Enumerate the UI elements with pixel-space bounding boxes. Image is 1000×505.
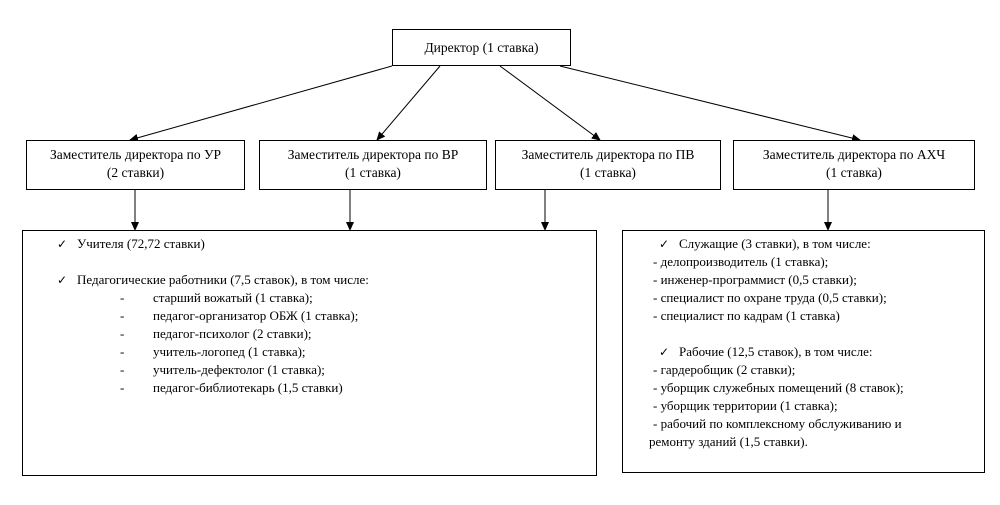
- list-item: - инженер-программист (0,5 ставки);: [653, 272, 857, 287]
- list-item: - специалист по охране труда (0,5 ставки…: [653, 290, 887, 305]
- director-label: Директор (1 ставка): [424, 39, 539, 55]
- list-item: - педагог-организатор ОБЖ (1 ставка);: [120, 308, 359, 323]
- pedagogical-label: Педагогические работники (7,5 ставок), в…: [77, 272, 369, 287]
- deputy-ahch-box: Заместитель директора по АХЧ (1 ставка): [733, 140, 975, 190]
- director-box: Директор (1 ставка): [392, 29, 571, 66]
- connector-director-pv: [499, 65, 601, 141]
- pedagogical-row: ✓ Педагогические работники (7,5 ставок),…: [57, 271, 596, 289]
- connector-director-ur: [129, 65, 393, 142]
- connector-director-vr: [376, 65, 441, 141]
- employees-list: - делопроизводитель (1 ставка); - инжене…: [653, 253, 984, 325]
- deputy-pv-rate: (1 ставка): [580, 165, 636, 180]
- deputy-ur-title: Заместитель директора по УР: [49, 147, 222, 162]
- list-item: - делопроизводитель (1 ставка);: [653, 254, 829, 269]
- teaching-staff-box: ✓ Учителя (72,72 ставки) ✓ Педагогически…: [22, 230, 597, 476]
- checkmark-icon: ✓: [659, 345, 670, 359]
- list-item: - учитель-дефектолог (1 ставка);: [120, 362, 325, 377]
- checkmark-icon: ✓: [659, 237, 670, 251]
- deputy-ahch-title: Заместитель директора по АХЧ: [762, 147, 946, 162]
- deputy-pv-title: Заместитель директора по ПВ: [521, 147, 695, 162]
- list-item: - педагог-библиотекарь (1,5 ставки): [120, 380, 343, 395]
- workers-list: - гардеробщик (2 ставки); - уборщик служ…: [649, 361, 984, 451]
- list-item: - уборщик территории (1 ставка);: [653, 398, 838, 413]
- list-item: - старший вожатый (1 ставка);: [120, 290, 313, 305]
- teachers-label: Учителя (72,72 ставки): [77, 236, 205, 251]
- list-item: - рабочий по комплексному обслуживанию и: [653, 416, 902, 431]
- pedagogical-list: - старший вожатый (1 ставка); - педагог-…: [57, 289, 596, 397]
- employees-row: ✓ Служащие (3 ставки), в том числе:: [659, 235, 984, 253]
- checkmark-icon: ✓: [57, 237, 68, 251]
- checkmark-icon: ✓: [57, 273, 68, 287]
- list-item: ремонту зданий (1,5 ставки).: [649, 434, 808, 449]
- deputy-ahch-rate: (1 ставка): [826, 165, 882, 180]
- deputy-vr-rate: (1 ставка): [345, 165, 401, 180]
- workers-row: ✓ Рабочие (12,5 ставок), в том числе:: [659, 343, 984, 361]
- deputy-ur-box: Заместитель директора по УР (2 ставки): [26, 140, 245, 190]
- list-item: - учитель-логопед (1 ставка);: [120, 344, 306, 359]
- deputy-ur-rate: (2 ставки): [106, 165, 165, 180]
- workers-label: Рабочие (12,5 ставок), в том числе:: [679, 344, 873, 359]
- teachers-row: ✓ Учителя (72,72 ставки): [57, 235, 596, 253]
- list-item: - уборщик служебных помещений (8 ставок)…: [653, 380, 904, 395]
- deputy-pv-box: Заместитель директора по ПВ (1 ставка): [495, 140, 721, 190]
- list-item: - гардеробщик (2 ставки);: [653, 362, 796, 377]
- connector-director-ahch: [559, 65, 861, 142]
- list-item: - специалист по кадрам (1 ставка): [653, 308, 840, 323]
- deputy-vr-title: Заместитель директора по ВР: [287, 147, 459, 162]
- support-staff-box: ✓ Служащие (3 ставки), в том числе: - де…: [622, 230, 985, 473]
- list-item: - педагог-психолог (2 ставки);: [120, 326, 312, 341]
- employees-label: Служащие (3 ставки), в том числе:: [679, 236, 871, 251]
- deputy-vr-box: Заместитель директора по ВР (1 ставка): [259, 140, 487, 190]
